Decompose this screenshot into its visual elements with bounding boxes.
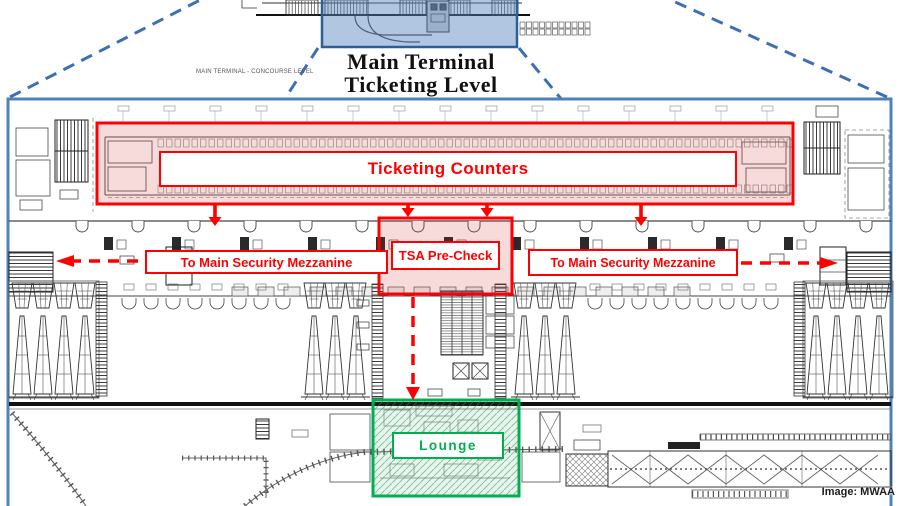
- title-line-1: Main Terminal: [347, 49, 495, 74]
- red-arrows: [208, 204, 648, 226]
- mini-overview-plan: [241, 0, 591, 43]
- security-mezzanine-right-label: To Main Security Mezzanine: [528, 249, 738, 276]
- page-title: Main Terminal Ticketing Level: [321, 50, 521, 96]
- terminal-floor-plan: [8, 105, 894, 506]
- callout-dashed-lines: [9, 0, 888, 101]
- tsa-precheck-label: TSA Pre-Check: [391, 241, 500, 270]
- mini-plan-caption: MAIN TERMINAL - CONCOURSE LEVEL: [196, 69, 314, 75]
- center-circulation: [356, 290, 515, 397]
- ticketing-counters-label: Ticketing Counters: [159, 151, 737, 187]
- left-wing: [15, 118, 94, 212]
- image-credit: Image: MWAA: [821, 486, 895, 498]
- ticketing-counter-band: [104, 105, 793, 198]
- security-mezzanine-left-label: To Main Security Mezzanine: [145, 250, 388, 274]
- title-line-2: Ticketing Level: [344, 72, 498, 97]
- bottom-zone: [9, 411, 892, 506]
- lounge-label: Lounge: [392, 432, 504, 459]
- overview-highlight-box: [320, 0, 519, 49]
- red-dashed-routes: [56, 255, 838, 400]
- right-wing: [803, 105, 890, 219]
